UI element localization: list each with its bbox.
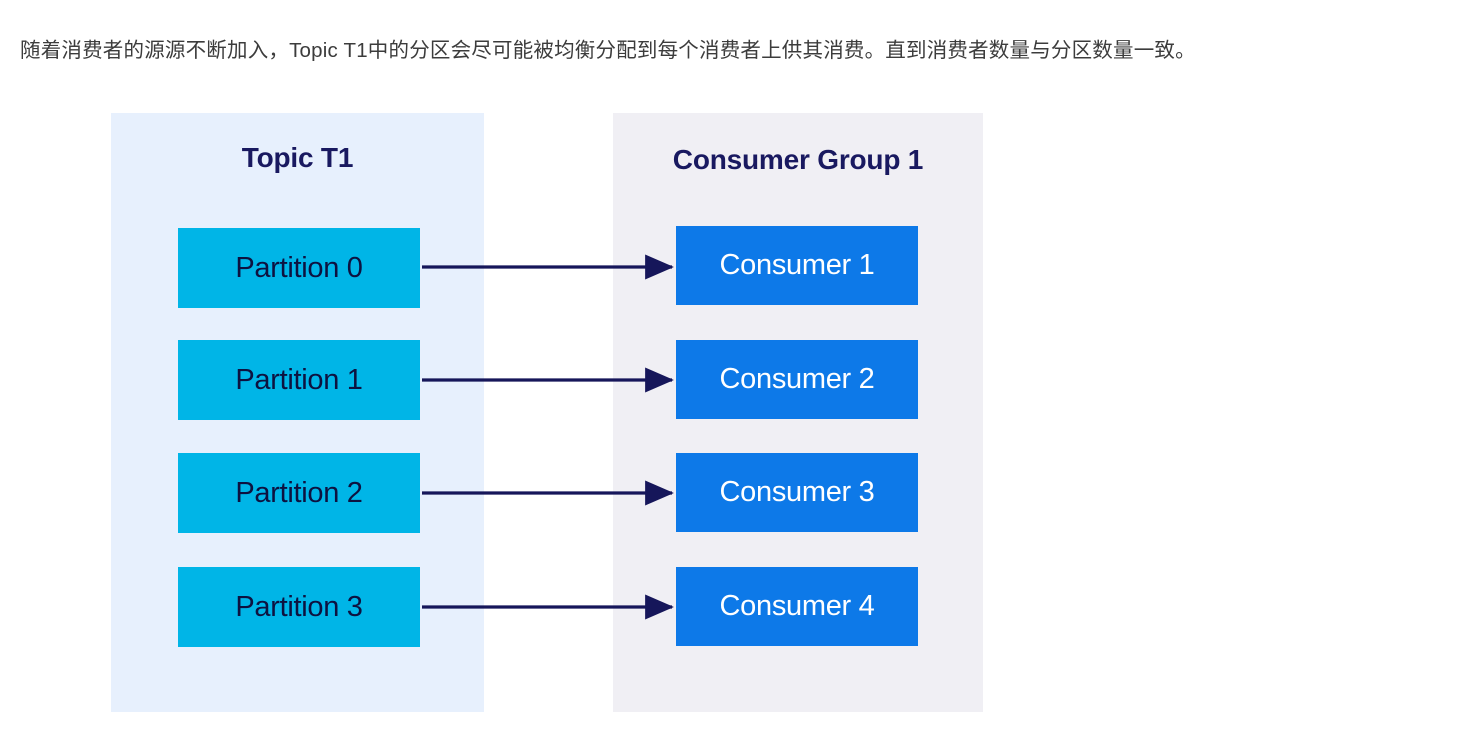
partition-node-2[interactable]: Partition 2 (178, 453, 420, 533)
consumer-group-panel-title: Consumer Group 1 (672, 144, 924, 175)
consumer-node-1[interactable]: Consumer 1 (676, 226, 918, 305)
consumer-node-4[interactable]: Consumer 4 (676, 567, 918, 646)
partition-node-0[interactable]: Partition 0 (178, 228, 420, 308)
partition-node-3[interactable]: Partition 3 (178, 567, 420, 647)
consumer-node-2[interactable]: Consumer 2 (676, 340, 918, 419)
partition-node-1[interactable]: Partition 1 (178, 340, 420, 420)
consumer-node-3[interactable]: Consumer 3 (676, 453, 918, 532)
caption-text: 随着消费者的源源不断加入，Topic T1中的分区会尽可能被均衡分配到每个消费者… (20, 39, 1196, 62)
topic-panel-title: Topic T1 (241, 142, 354, 173)
